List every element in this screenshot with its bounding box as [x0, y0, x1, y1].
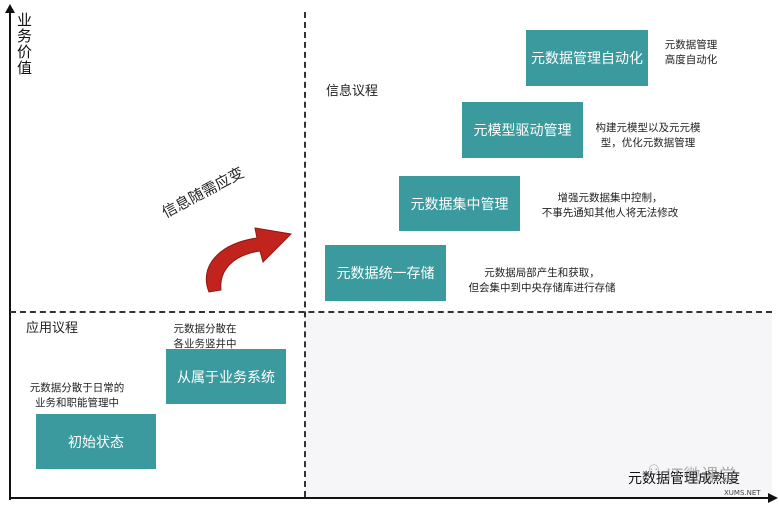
step-note-line: 不事先通知其他人将无法修改 [536, 206, 684, 221]
lower-quadrant-label: 应用议程 [26, 317, 78, 336]
step-note-line: 增强元数据集中控制， [536, 191, 684, 206]
wechat-icon: ⚇ [648, 463, 660, 478]
step-note-line: 元数据分散于日常的 [28, 381, 126, 396]
transition-label: 信息随需应变 [158, 162, 247, 223]
step-note-line: 业务和职能管理中 [28, 396, 126, 411]
step-note: 增强元数据集中控制， 不事先通知其他人将无法修改 [536, 191, 684, 221]
horizontal-divider [10, 311, 772, 313]
step-note: 元数据分散在 各业务竖井中 [166, 322, 244, 352]
step-box-subordinate: 从属于业务系统 [166, 349, 286, 404]
step-box-metamodel: 元模型驱动管理 [462, 102, 583, 158]
step-note-line: 高度自动化 [658, 53, 724, 68]
upper-quadrant-label: 信息议程 [326, 80, 378, 99]
step-note: 元数据局部产生和获取， 但会集中到中央存储库进行存储 [463, 266, 621, 296]
x-axis [9, 497, 771, 499]
step-note: 元数据分散于日常的 业务和职能管理中 [28, 381, 126, 411]
step-box-centralized: 元数据集中管理 [399, 176, 520, 231]
step-note-line: 但会集中到中央存储库进行存储 [463, 281, 621, 296]
y-axis-title: 业务价值 [14, 12, 34, 76]
y-axis [9, 10, 11, 500]
step-note-line: 元数据局部产生和获取， [463, 266, 621, 281]
watermark-text: IT微课堂 [666, 461, 737, 486]
vertical-divider [304, 12, 306, 497]
step-note: 元数据管理 高度自动化 [658, 38, 724, 68]
step-note-line: 元数据管理 [658, 38, 724, 53]
step-note-line: 型，优化元数据管理 [594, 136, 702, 151]
step-box-unified-storage: 元数据统一存储 [325, 245, 446, 301]
step-box-initial: 初始状态 [36, 414, 156, 469]
watermark-domain: XUMS.NET [724, 489, 761, 497]
curved-arrow-icon [195, 222, 295, 294]
step-note-line: 元数据分散在 [166, 322, 244, 337]
step-box-automation: 元数据管理自动化 [526, 30, 648, 86]
step-note: 构建元模型以及元元模 型，优化元数据管理 [594, 121, 702, 151]
step-note-line: 构建元模型以及元元模 [594, 121, 702, 136]
x-axis-arrowhead [768, 493, 778, 503]
